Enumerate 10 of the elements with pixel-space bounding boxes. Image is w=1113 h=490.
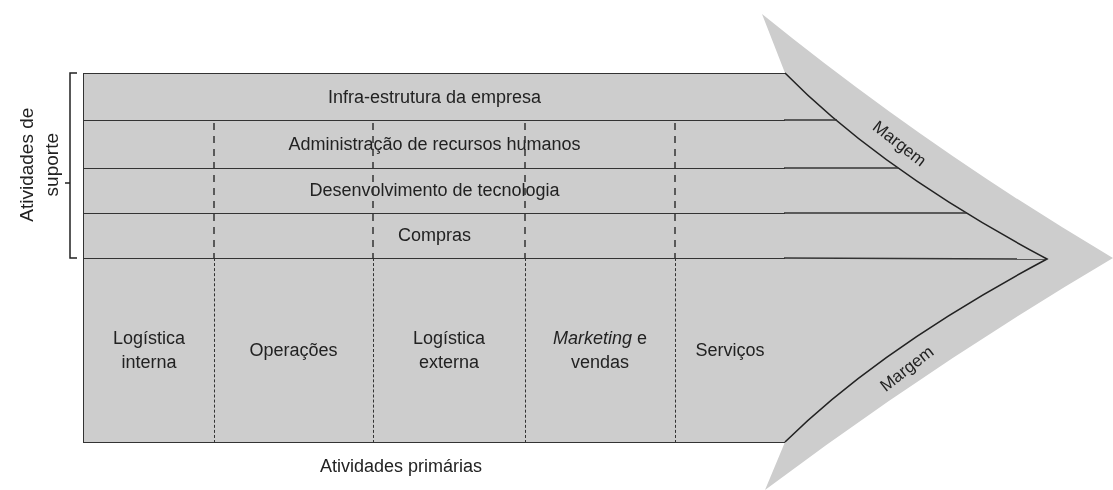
support-activity-band: [83, 120, 785, 169]
support-activity-band: [83, 168, 785, 214]
axis-label: Atividades primárias: [320, 455, 483, 478]
primary-activity-column: [83, 258, 215, 443]
primary-activity-column: [373, 258, 526, 443]
primary-activity-column: [214, 258, 374, 443]
axis-label: Atividades de suporte: [15, 106, 63, 224]
support-activity-band: [83, 73, 785, 121]
primary-activity-column: [525, 258, 676, 443]
support-activity-band: [83, 213, 785, 259]
